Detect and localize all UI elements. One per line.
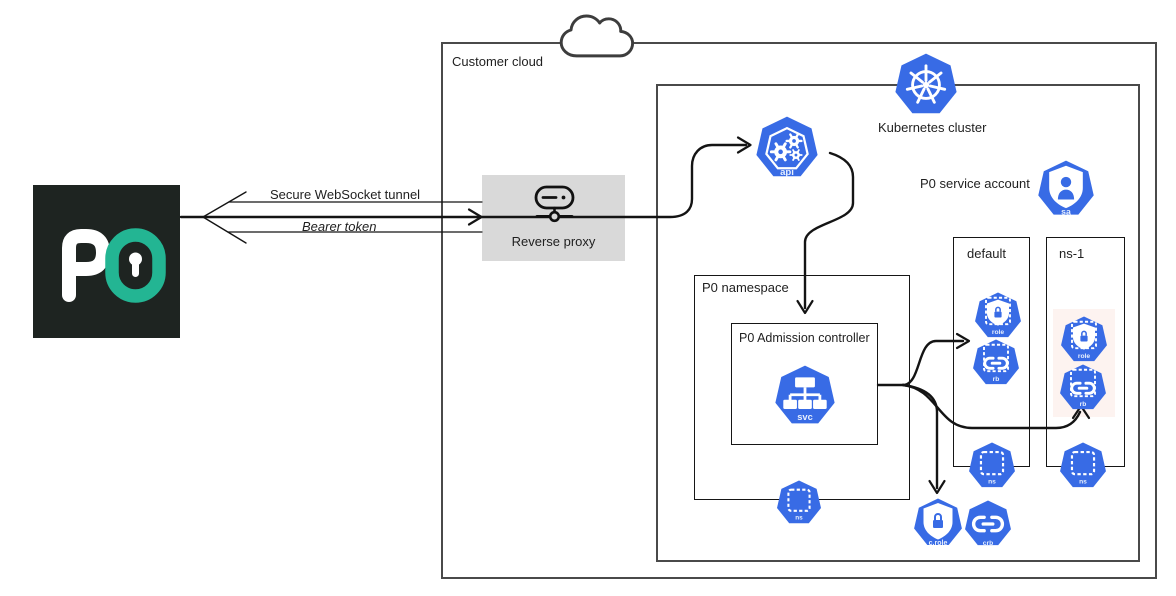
namespace-icon-p0: ns xyxy=(777,480,821,524)
admission-controller-label: P0 Admission controller xyxy=(739,331,870,345)
arrowhead-into-proxy xyxy=(467,208,483,226)
cloud-icon xyxy=(559,14,635,58)
ns-icon-label: ns xyxy=(988,478,996,485)
logo-letter-p xyxy=(62,229,110,302)
role-icon-default: role xyxy=(975,292,1021,338)
tunnel-label: Secure WebSocket tunnel xyxy=(270,187,421,202)
ns-icon-label: ns xyxy=(795,515,803,522)
namespace-icon-default: ns xyxy=(969,442,1015,488)
p0-logo xyxy=(62,228,166,303)
rb-icon-label: rb xyxy=(1080,401,1087,408)
sa-icon-label: sa xyxy=(1061,207,1071,217)
namespace-icon-ns1: ns xyxy=(1060,442,1106,488)
p0-logo-box xyxy=(33,185,180,338)
api-server-icon: api xyxy=(756,116,818,178)
tunnel-left-chevron xyxy=(202,191,247,244)
keyhole-icon xyxy=(129,252,142,266)
service-account-icon: sa xyxy=(1038,160,1094,217)
arrowhead-into-default xyxy=(955,332,971,350)
customer-cloud-box xyxy=(441,42,1157,579)
role-icon-ns1: role xyxy=(1061,316,1107,362)
customer-cloud-label: Customer cloud xyxy=(452,54,544,69)
tunnel-main-line xyxy=(179,143,748,219)
p0-namespace-label: P0 namespace xyxy=(702,280,789,295)
rolebinding-icon-ns1: rb xyxy=(1060,364,1106,410)
clusterrole-icon: c.role xyxy=(914,498,962,547)
arrowhead-into-clusterrole xyxy=(928,479,946,495)
namespace-default-label: default xyxy=(967,246,1007,261)
service-icon: svc xyxy=(775,365,835,424)
bearer-token-label: Bearer token xyxy=(302,219,377,234)
role-icon-label: role xyxy=(992,329,1005,336)
svc-icon-label: svc xyxy=(797,412,813,422)
api-icon-label: api xyxy=(780,167,794,178)
clusterrole-icon-label: c.role xyxy=(929,540,948,547)
branch-to-ns1-line xyxy=(901,383,1082,430)
rb-icon-label: rb xyxy=(993,376,1000,383)
ns-icon-label: ns xyxy=(1079,478,1087,485)
role-icon-label: role xyxy=(1078,353,1091,360)
logo-letter-zero xyxy=(105,228,166,303)
reverse-proxy-label: Reverse proxy xyxy=(511,234,596,249)
api-to-admission-line xyxy=(803,151,855,310)
kubernetes-cluster-label: Kubernetes cluster xyxy=(878,120,987,135)
kubernetes-logo-icon xyxy=(895,53,957,114)
arrowhead-into-admission xyxy=(796,299,814,315)
crb-icon-label: crb xyxy=(983,540,993,547)
keyhole-stem xyxy=(132,261,139,277)
reverse-proxy-icon xyxy=(534,185,575,223)
arrowhead-into-api xyxy=(736,136,752,154)
service-account-label: P0 service account xyxy=(920,176,1030,191)
clusterrolebinding-icon: crb xyxy=(965,500,1011,547)
branch-to-default-line xyxy=(901,339,965,387)
namespace-ns1-label: ns-1 xyxy=(1059,246,1085,261)
rolebinding-icon-default: rb xyxy=(973,339,1019,385)
